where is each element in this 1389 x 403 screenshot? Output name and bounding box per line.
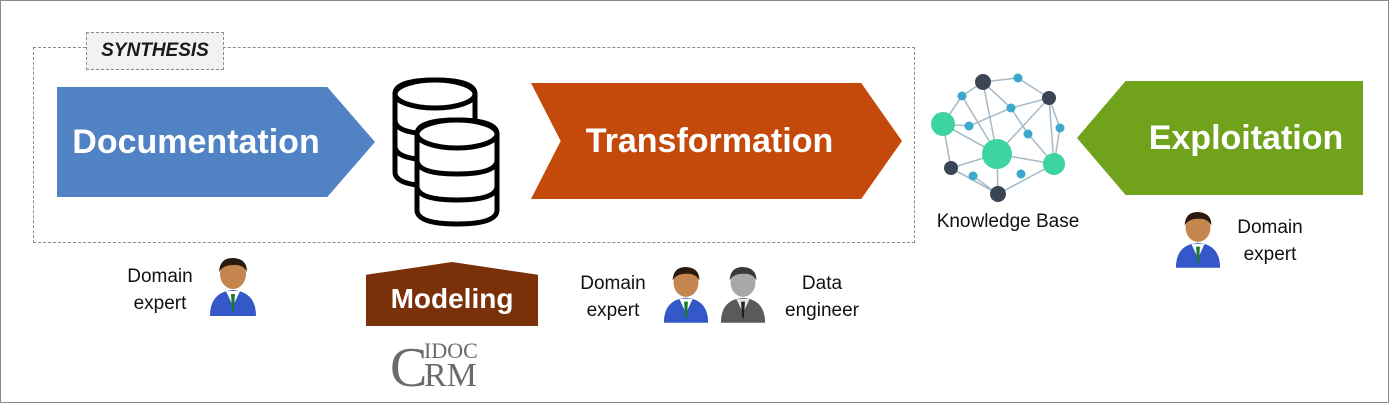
transformation-arrow: Transformation [531, 83, 902, 199]
domain-expert-person-icon [662, 262, 710, 324]
domain-expert-person-icon [208, 254, 258, 316]
exploitation-actor-label: Domain expert [1224, 214, 1316, 268]
knowledge-base-label: Knowledge Base [936, 211, 1080, 232]
actor-label-line2: expert [1243, 244, 1297, 265]
cidoc-crm-logo: C IDOC RM [388, 336, 518, 390]
actor-label-line2: expert [586, 300, 640, 321]
actor-label-line1: Domain [127, 266, 193, 287]
modeling-box: Modeling [366, 262, 538, 326]
documentation-actor-label: Domain expert [110, 263, 210, 317]
exploitation-arrow: Exploitation [1077, 81, 1363, 195]
actor-label-line1: Data [801, 273, 843, 294]
transformation-actor1-label: Domain expert [570, 270, 656, 324]
cidoc-logo-c: C [390, 337, 427, 390]
transformation-actor2-label: Data engineer [772, 270, 872, 324]
documentation-arrow: Documentation [57, 87, 375, 197]
database-icon [385, 72, 505, 232]
cidoc-logo-rm: RM [424, 357, 477, 390]
documentation-label: Documentation [72, 122, 320, 161]
synthesis-label: SYNTHESIS [86, 32, 224, 70]
cidoc-logo-small: IDOC [424, 338, 478, 363]
transformation-label: Transformation [585, 121, 834, 160]
synthesis-group-box [33, 47, 915, 243]
exploitation-label: Exploitation [1148, 118, 1344, 157]
domain-expert-person-icon [1174, 207, 1222, 269]
actor-label-line1: Domain [1237, 217, 1303, 238]
actor-label-line2: expert [133, 293, 187, 314]
actor-label-line2: engineer [785, 300, 859, 321]
actor-label-line1: Domain [580, 273, 646, 294]
knowledge-graph-icon [925, 70, 1075, 205]
modeling-label: Modeling [390, 283, 514, 314]
data-engineer-person-icon [719, 262, 767, 324]
